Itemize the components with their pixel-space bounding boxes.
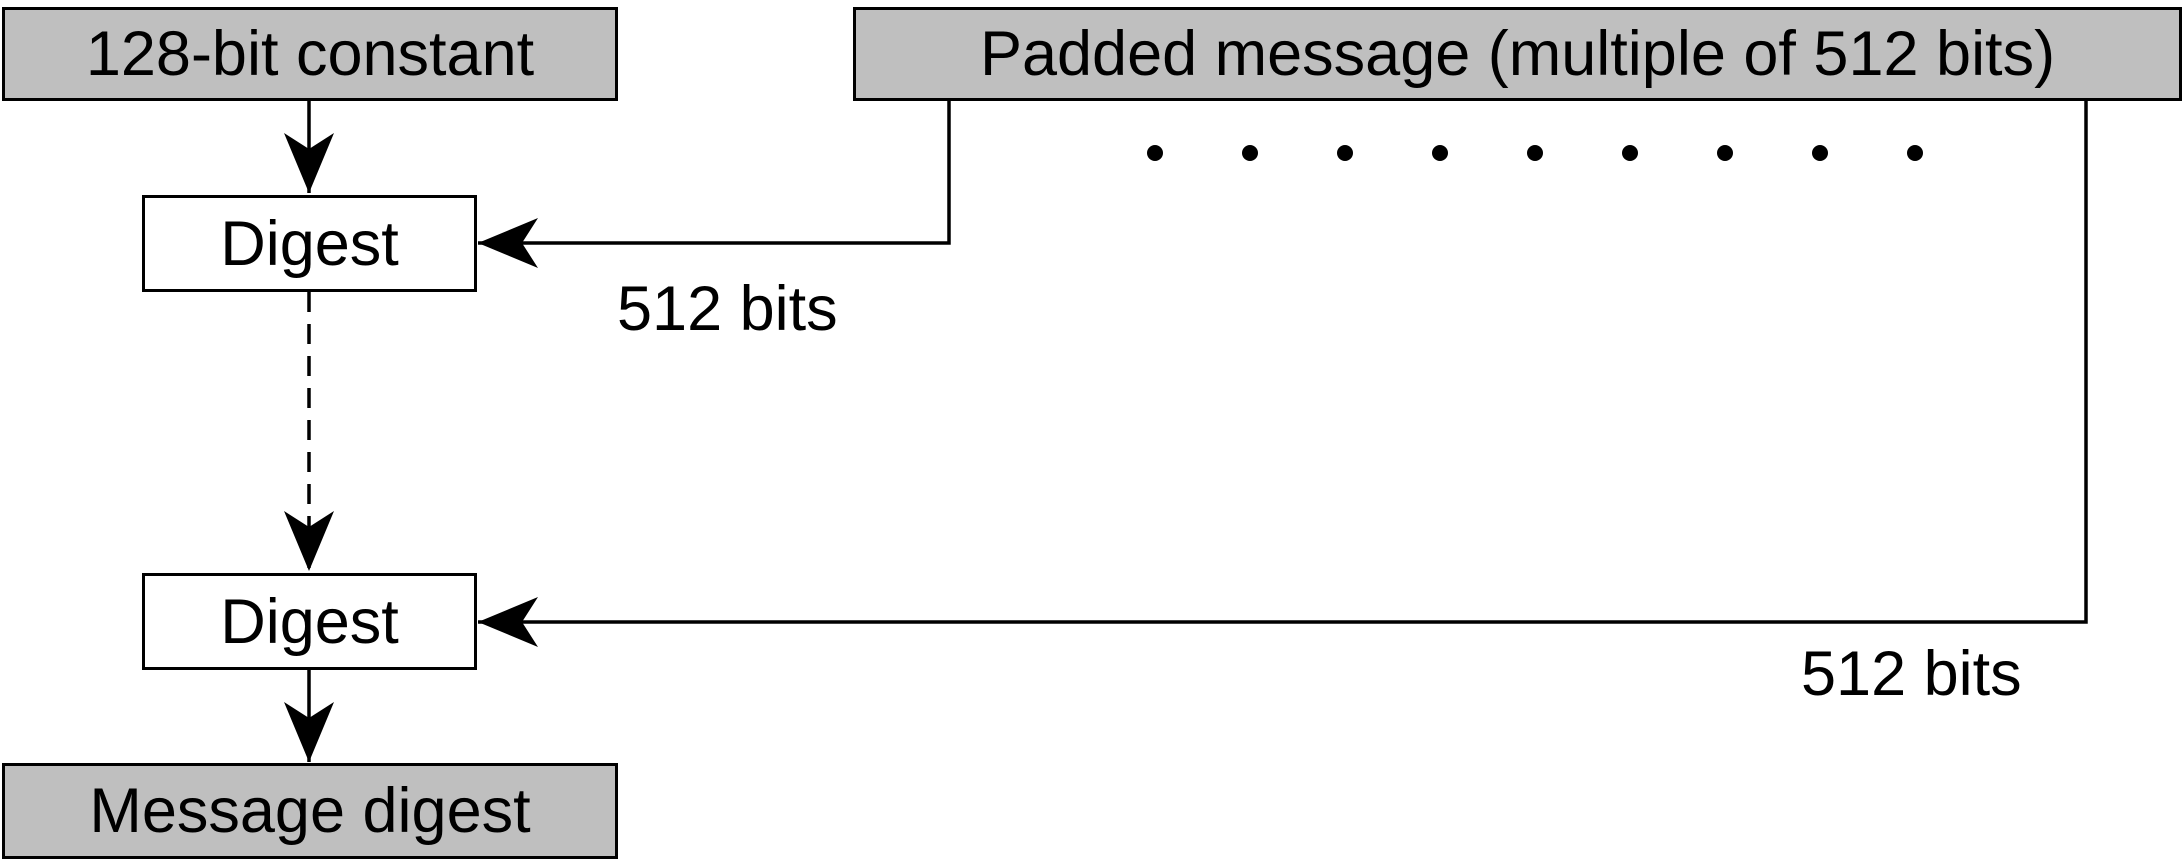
block-size-label-first: 512 bits — [617, 274, 838, 344]
ellipsis-dot — [1147, 145, 1163, 161]
message-digest-box: Message digest — [2, 763, 618, 859]
block-size-label-last: 512 bits — [1801, 639, 2022, 709]
message-digest-label: Message digest — [89, 776, 531, 846]
ellipsis-dots — [1147, 145, 1923, 161]
ellipsis-dot — [1717, 145, 1733, 161]
ellipsis-dot — [1907, 145, 1923, 161]
digest-bottom-label: Digest — [220, 586, 399, 657]
ellipsis-dot — [1812, 145, 1828, 161]
digest-box-bottom: Digest — [142, 573, 477, 670]
digest-box-top: Digest — [142, 195, 477, 292]
digest-top-label: Digest — [220, 208, 399, 279]
ellipsis-dot — [1337, 145, 1353, 161]
arrow-first-block-to-digest — [478, 101, 951, 268]
constant-label: 128-bit constant — [85, 19, 535, 89]
padded-message-box: Padded message (multiple of 512 bits) — [853, 7, 2182, 101]
ellipsis-dot — [1622, 145, 1638, 161]
ellipsis-dot — [1242, 145, 1258, 161]
arrow-last-block-to-digest — [478, 101, 2088, 647]
ellipsis-dot — [1527, 145, 1543, 161]
constant-box: 128-bit constant — [2, 7, 618, 101]
padded-message-label: Padded message (multiple of 512 bits) — [979, 19, 2056, 89]
ellipsis-dot — [1432, 145, 1448, 161]
